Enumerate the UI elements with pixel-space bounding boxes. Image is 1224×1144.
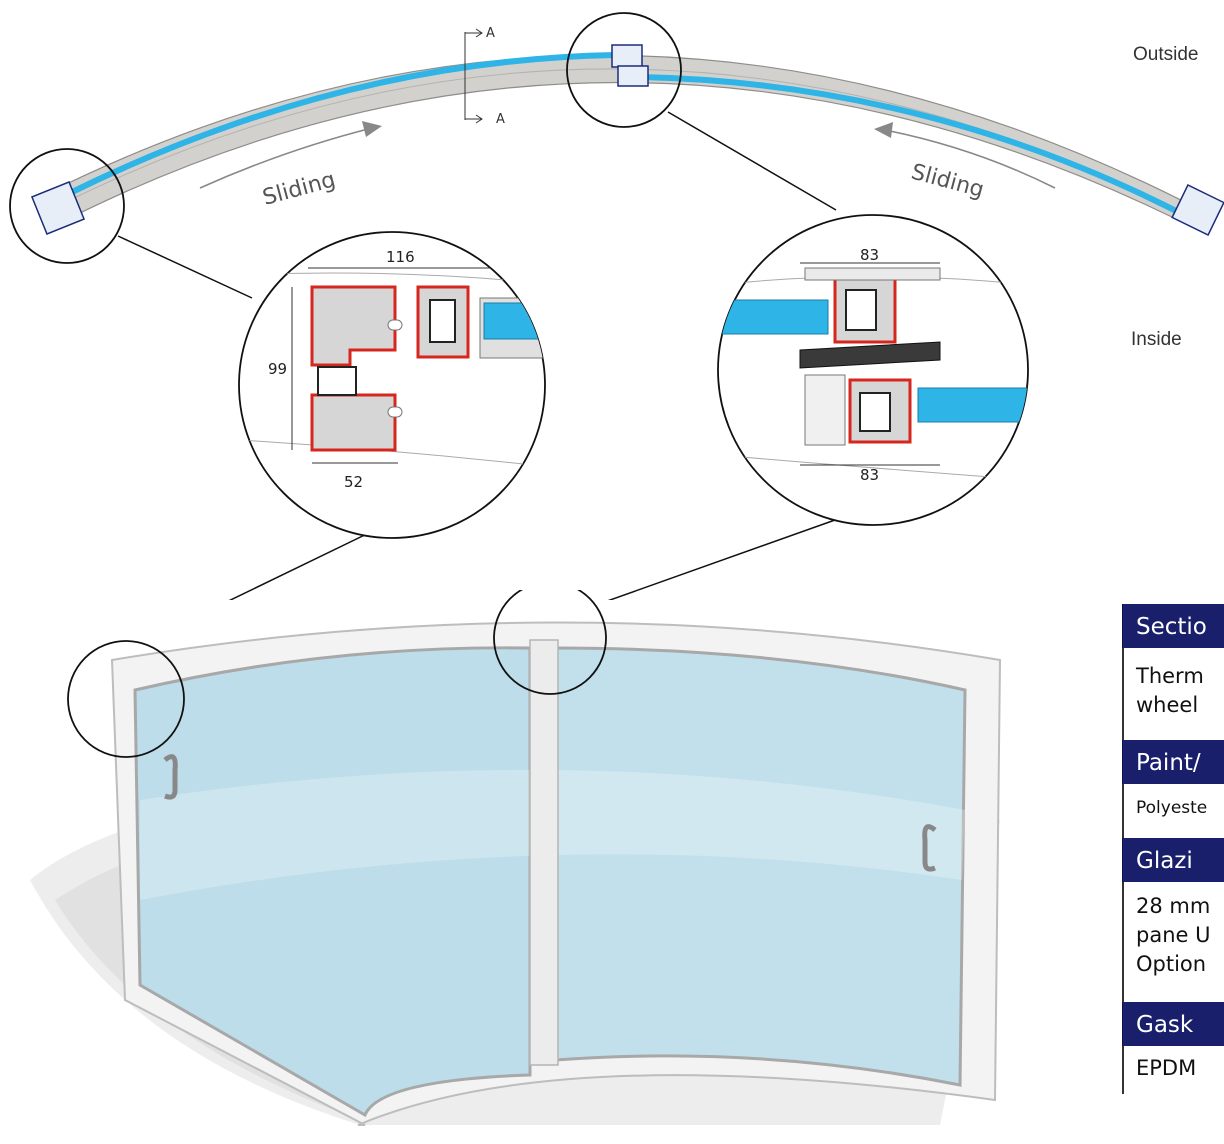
left-glass-pane — [68, 52, 616, 196]
spec-heading-glazing: Glazi — [1122, 838, 1224, 882]
inside-label: Inside — [1131, 329, 1182, 350]
spec-line: Polyeste — [1136, 798, 1208, 818]
right-handle — [922, 824, 937, 872]
spec-heading-sections: Sectio — [1122, 604, 1224, 648]
callout-circle-left-end — [9, 148, 125, 264]
dim-99: 99 — [268, 360, 287, 378]
sliding-label-right: Sliding — [908, 160, 986, 203]
spec-line: wheel — [1136, 693, 1199, 717]
left-handle — [163, 754, 178, 800]
door-center-mullion — [529, 639, 559, 1066]
section-marker-top-label: A — [486, 26, 495, 41]
callout-circle-door-center — [493, 590, 607, 695]
left-end-profile — [30, 180, 86, 236]
plan-view-diagram: A A Sliding Sliding — [9, 12, 1224, 600]
dim-116: 116 — [386, 248, 415, 266]
spec-body-glazing: 28 mm pane U Option — [1122, 882, 1224, 1002]
spec-body-gaskets: EPDM — [1122, 1046, 1224, 1094]
spec-table: Sectio Therm wheel Paint/ Polyeste Glazi… — [1122, 604, 1224, 1144]
spec-heading-paint: Paint/ — [1122, 740, 1224, 784]
detail-center-interlock-section: 83 83 — [717, 214, 1029, 526]
curved-sliding-door-illustration — [30, 590, 1002, 1126]
dim-83-top: 83 — [860, 246, 879, 264]
section-marker — [464, 28, 483, 124]
spec-line: 28 mm — [1136, 894, 1211, 918]
callout-circle-door-left — [67, 640, 185, 758]
center-profile-top — [611, 44, 643, 68]
right-glass-pane — [639, 74, 1192, 221]
outside-label: Outside — [1133, 44, 1199, 65]
door-left-glass — [133, 646, 532, 1118]
dim-52: 52 — [344, 473, 363, 491]
spec-body-paint: Polyeste — [1122, 784, 1224, 838]
right-end-profile — [1171, 184, 1224, 236]
center-profile-bottom — [617, 65, 649, 87]
spec-heading-gaskets: Gask — [1122, 1002, 1224, 1046]
callout-circle-center — [566, 12, 682, 128]
sliding-label-left: Sliding — [260, 167, 338, 210]
dim-83-bottom: 83 — [860, 466, 879, 484]
door-right-glass — [553, 646, 967, 1087]
spec-line: EPDM — [1136, 1056, 1197, 1080]
spec-line: Therm — [1136, 664, 1204, 688]
spec-body-sections: Therm wheel — [1122, 648, 1224, 740]
detail-left-end-section: 116 99 52 — [238, 231, 546, 539]
spec-line: pane U — [1136, 923, 1211, 947]
sliding-arrow-right — [884, 129, 1056, 189]
sliding-arrow-left — [199, 127, 373, 189]
spec-line: Option — [1136, 952, 1207, 976]
section-marker-bottom-label: A — [496, 112, 505, 127]
